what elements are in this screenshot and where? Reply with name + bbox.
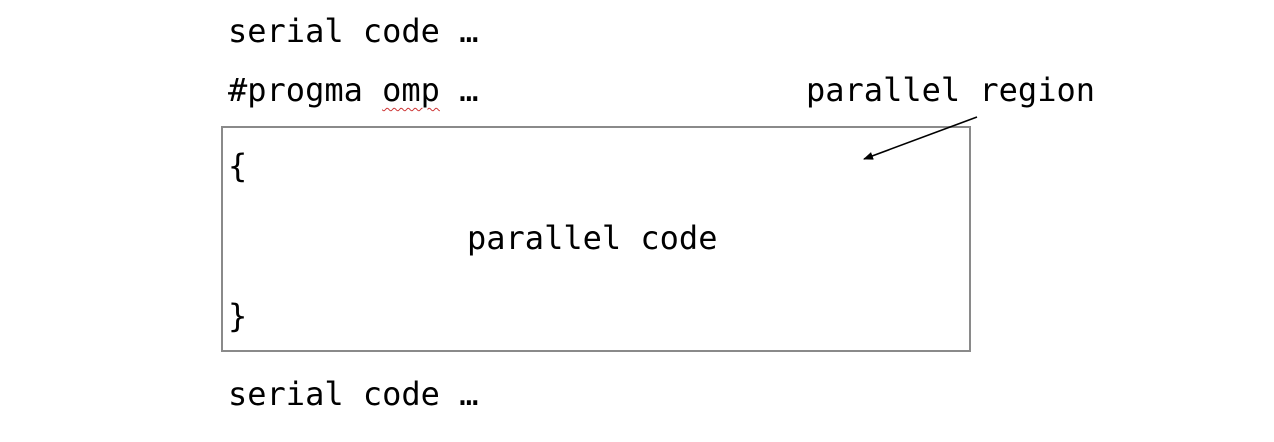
serial-code-top: serial code … [228,12,479,50]
brace-open: { [228,147,248,185]
parallel-region-label: parallel region [806,71,1095,109]
pragma-line: #progma omp … [228,71,478,109]
pragma-suffix: … [439,71,479,109]
serial-code-bottom: serial code … [228,375,479,413]
pragma-prefix: #progma [228,71,383,109]
brace-close: } [228,297,248,335]
parallel-region-box [221,126,971,352]
pragma-keyword: omp [382,71,440,109]
parallel-code-text: parallel code [467,219,718,257]
